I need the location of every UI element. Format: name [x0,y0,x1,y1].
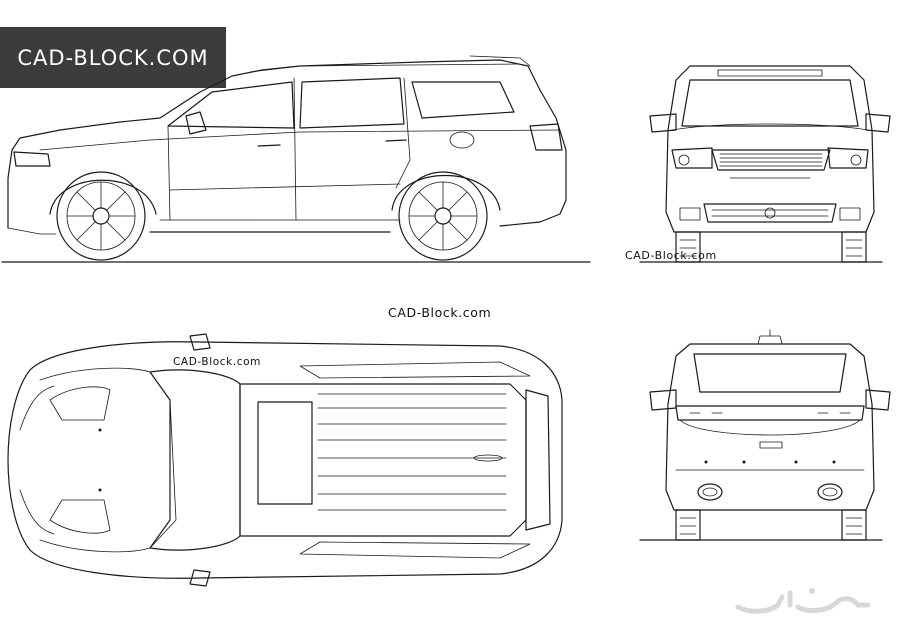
rear-taillight-bar [675,405,865,421]
rear-window [693,353,847,393]
top-view [7,333,563,587]
top-windshield [149,369,241,551]
front-view [639,65,891,263]
front-right-headlight [827,147,869,169]
top-view-caption: CAD-Block.com [173,356,261,368]
site-logo-badge: CAD-BLOCK.COM [0,27,226,88]
center-caption: CAD-Block.com [388,305,492,320]
side-rear-door-window [299,77,405,129]
side-headlight [13,151,51,167]
rear-view [639,329,891,541]
rear-body-outline [665,343,875,511]
top-rear-glass [525,389,551,531]
side-rear-wheel [398,171,488,261]
side-rear-door-handle [385,139,407,142]
front-left-tire [675,231,701,263]
side-front-wheel [56,171,146,261]
rear-left-tire [675,509,701,541]
top-roof-rails [317,393,507,511]
front-view-caption: CAD-Block.com [625,249,717,262]
front-lower-intake [703,203,837,223]
front-left-mirror [649,113,677,133]
side-quarter-window [411,81,515,119]
top-left-mirror [189,333,211,351]
front-left-headlight [671,147,713,169]
side-front-wheel-arch [49,179,157,215]
front-grille [711,149,831,171]
top-sunroof [257,401,313,505]
top-hood [39,367,177,553]
haraj-watermark-logo [735,588,871,614]
rear-right-exhaust [817,483,843,501]
side-taillight [529,123,563,151]
rear-right-tire [841,509,867,541]
top-body-outline [7,341,563,579]
side-body-outline [7,59,567,229]
front-right-mirror [865,113,891,133]
rear-left-exhaust [697,483,723,501]
rear-right-mirror [865,389,891,411]
side-fuel-cap [449,131,475,149]
front-windshield [681,79,859,127]
side-front-window [167,81,295,129]
front-right-tire [841,231,867,263]
side-mirror [185,111,207,135]
side-front-door-handle [257,144,281,147]
rear-left-mirror [649,389,677,411]
rear-badge [759,441,783,449]
side-rear-wheel-arch [391,174,501,211]
top-right-mirror [189,569,211,587]
side-view [1,55,591,263]
top-roof [239,383,527,537]
